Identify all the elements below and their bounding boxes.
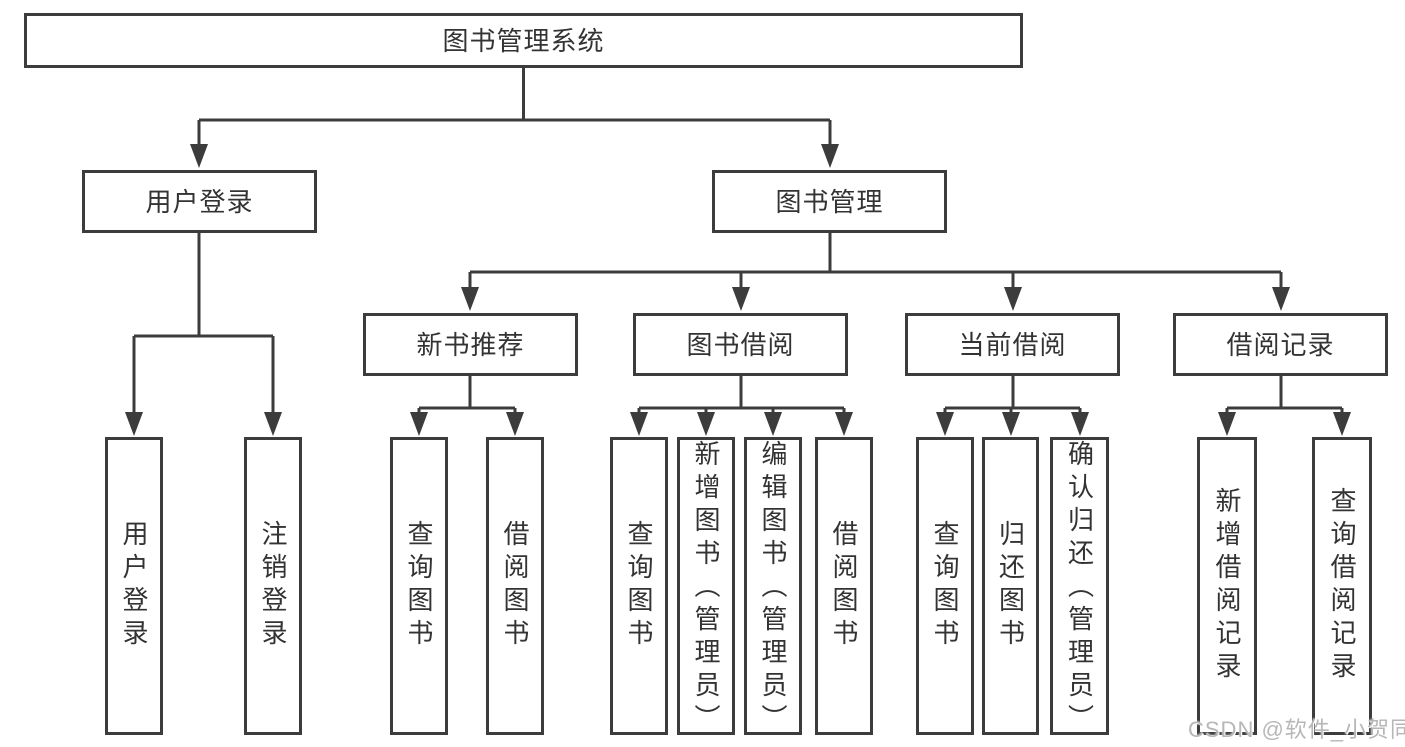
leaf-query-borrow-record: 查询借阅记录 [1312, 437, 1372, 735]
leaf-edit-books-admin: 编辑图书（管理员） [744, 437, 802, 737]
connector-borrowrecords-to-leaves [1225, 376, 1344, 414]
node-current-borrow: 当前借阅 [905, 313, 1120, 376]
connector-strokes [132, 68, 1344, 414]
arrowhead-icon [1004, 287, 1022, 311]
leaf-query-books-borrow: 查询图书 [610, 437, 668, 735]
connector-bookmgmt-to-level3 [468, 233, 1283, 289]
leaf-query-books-recommend: 查询图书 [390, 437, 448, 735]
arrowhead-icon [1002, 412, 1020, 436]
connector-currentborrow-to-leaves [943, 376, 1082, 414]
arrowhead-icon [461, 287, 479, 311]
arrowhead-icon [630, 412, 648, 436]
arrowhead-icon [697, 412, 715, 436]
leaf-borrow-books-recommend: 借阅图书 [486, 437, 544, 735]
arrowhead-icon [264, 412, 282, 436]
arrowhead-icon [835, 412, 853, 436]
arrowhead-icon [190, 144, 208, 168]
arrowhead-icon [764, 412, 782, 436]
arrowhead-icon [1218, 412, 1236, 436]
connector-newbook-to-leaves [417, 376, 517, 414]
leaf-user-login: 用户登录 [105, 437, 163, 735]
node-root: 图书管理系统 [24, 13, 1023, 68]
arrowhead-icon [125, 412, 143, 436]
leaf-add-borrow-record: 新增借阅记录 [1197, 437, 1257, 735]
arrowhead-icon [410, 412, 428, 436]
node-book-borrow: 图书借阅 [633, 313, 848, 376]
node-borrow-records: 借阅记录 [1173, 313, 1388, 376]
arrowhead-icon [821, 144, 839, 168]
node-new-book-recommend: 新书推荐 [363, 313, 578, 376]
arrowhead-icon [936, 412, 954, 436]
leaf-query-books-current: 查询图书 [916, 437, 974, 735]
leaf-logout: 注销登录 [244, 437, 302, 735]
arrowhead-icon [1333, 412, 1351, 436]
connector-userlogin-to-leaves [132, 233, 275, 413]
arrowhead-icon [732, 287, 750, 311]
arrowheads [125, 144, 1351, 436]
leaf-borrow-books: 借阅图书 [815, 437, 873, 735]
leaf-add-books-admin: 新增图书（管理员） [677, 437, 735, 737]
node-user-login: 用户登录 [82, 170, 317, 233]
arrowhead-icon [1071, 412, 1089, 436]
node-book-management: 图书管理 [712, 170, 947, 233]
watermark: CSDN @软件_小贺同学 [1188, 717, 1405, 742]
connector-bookborrow-to-leaves [637, 376, 846, 414]
arrowhead-icon [506, 412, 524, 436]
arrowhead-icon [1272, 287, 1290, 311]
leaf-confirm-return-admin: 确认归还（管理员） [1050, 437, 1109, 737]
leaf-return-books: 归还图书 [982, 437, 1039, 735]
connector-root-to-level2 [197, 68, 832, 146]
